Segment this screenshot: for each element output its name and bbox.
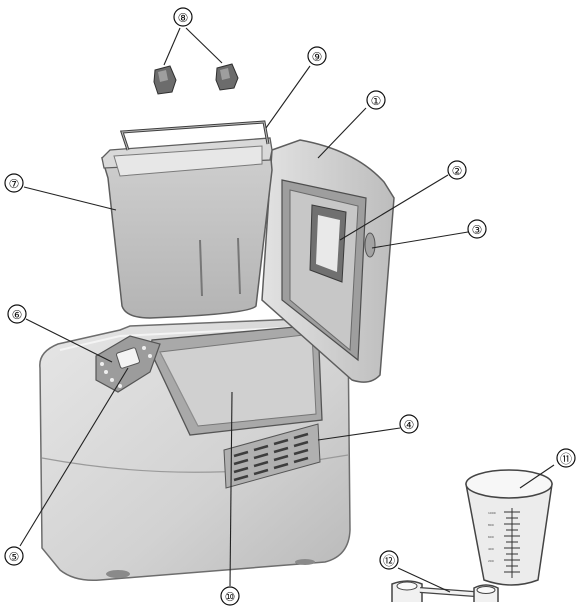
callout-4-label: ④ bbox=[404, 418, 415, 432]
callout-9-label: ⑨ bbox=[312, 50, 323, 64]
callout-number-5: ⑤ bbox=[5, 547, 23, 565]
callout-3-label: ③ bbox=[472, 223, 483, 237]
callout-number-7: ⑦ bbox=[5, 174, 23, 192]
bread-pan bbox=[102, 122, 272, 318]
callout-5-label: ⑤ bbox=[9, 550, 20, 564]
callout-8-label: ⑧ bbox=[178, 11, 189, 25]
cup-scale-mark: 400 bbox=[488, 547, 494, 551]
callout-number-3: ③ bbox=[468, 220, 486, 238]
callout-11-label: ⑪ bbox=[560, 452, 572, 466]
measuring-cup: 1000 800 600 400 200 bbox=[466, 470, 552, 585]
kneading-paddles bbox=[154, 64, 238, 94]
callout-number-10: ⑩ bbox=[221, 587, 239, 605]
callout-6-label: ⑥ bbox=[12, 308, 23, 322]
callout-1-label: ① bbox=[371, 94, 382, 108]
callout-7-label: ⑦ bbox=[9, 177, 20, 191]
callout-number-6: ⑥ bbox=[8, 305, 26, 323]
callout-number-12: ⑫ bbox=[380, 551, 398, 569]
callout-10-label: ⑩ bbox=[225, 590, 236, 604]
cup-scale-mark: 200 bbox=[488, 559, 494, 563]
callout-number-2: ② bbox=[448, 161, 466, 179]
callout-12-label: ⑫ bbox=[383, 554, 395, 568]
cup-scale-mark: 1000 bbox=[488, 511, 496, 515]
callout-2-label: ② bbox=[452, 164, 463, 178]
cup-scale-mark: 800 bbox=[488, 523, 494, 527]
callout-number-1: ① bbox=[367, 91, 385, 109]
cup-scale-mark: 600 bbox=[488, 535, 494, 539]
measuring-spoon bbox=[392, 581, 498, 602]
callout-number-4: ④ bbox=[400, 415, 418, 433]
callout-number-8: ⑧ bbox=[174, 8, 192, 26]
callout-number-9: ⑨ bbox=[308, 47, 326, 65]
callout-number-11: ⑪ bbox=[557, 449, 575, 467]
steam-vent bbox=[365, 233, 375, 257]
